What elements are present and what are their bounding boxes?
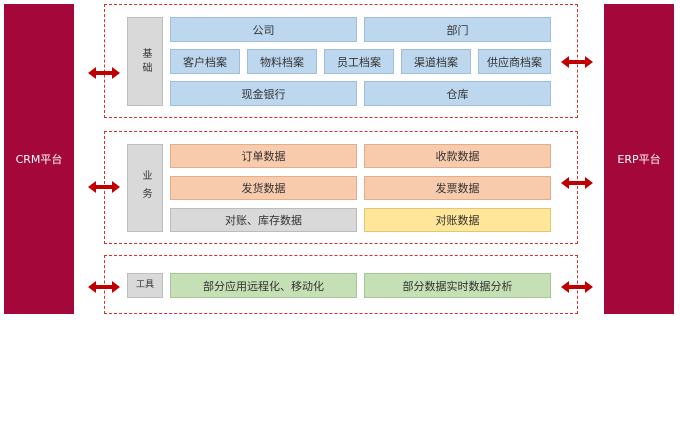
business-cell-invoices-label: 发票数据	[435, 182, 480, 195]
basic-cell-customer: 客户档案	[170, 49, 240, 74]
basic-cell-warehouse-label: 仓库	[446, 87, 469, 101]
business-cell-invoices: 发票数据	[364, 176, 551, 200]
business-cell-reconcile-label: 对账数据	[435, 214, 480, 227]
basic-cell-employee: 员工档案	[324, 49, 394, 74]
crm-basic-double-arrow-icon	[88, 67, 120, 79]
business-cell-shipping-label: 发货数据	[241, 182, 286, 195]
basic-cell-company: 公司	[170, 17, 357, 42]
basic-group: 基础 公司 部门 客户档案 物料档案 员工档案 渠道档案 供应商档案 现金银行 …	[104, 4, 578, 118]
basic-cell-supplier: 供应商档案	[478, 49, 551, 74]
basic-cell-cash-bank: 现金银行	[170, 81, 357, 106]
basic-cell-warehouse: 仓库	[364, 81, 551, 106]
tools-category: 工具	[127, 273, 163, 298]
business-category-label: 业务	[140, 170, 151, 206]
basic-cell-supplier-label: 供应商档案	[487, 55, 542, 69]
business-cell-reconcile-inventory-label: 对账、库存数据	[225, 214, 302, 227]
tools-cell-realtime-analysis-label: 部分数据实时数据分析	[402, 279, 513, 293]
crm-business-double-arrow-icon	[88, 181, 120, 193]
tools-group: 工具 部分应用远程化、移动化 部分数据实时数据分析	[104, 255, 578, 314]
business-cell-receipts-label: 收款数据	[435, 150, 480, 163]
basic-cell-material-label: 物料档案	[260, 55, 304, 69]
crm-tools-double-arrow-icon	[88, 281, 120, 293]
basic-cell-channel: 渠道档案	[401, 49, 471, 74]
erp-tools-double-arrow-icon	[561, 281, 593, 293]
erp-business-double-arrow-icon	[561, 177, 593, 189]
basic-cell-material: 物料档案	[247, 49, 317, 74]
tools-cell-remote-mobile-label: 部分应用远程化、移动化	[203, 279, 324, 293]
basic-cell-customer-label: 客户档案	[183, 55, 227, 69]
erp-platform-label: ERP平台	[617, 153, 661, 166]
business-cell-reconcile-inventory: 对账、库存数据	[170, 208, 357, 232]
basic-category-label: 基础	[140, 47, 151, 76]
basic-cell-department: 部门	[364, 17, 551, 42]
business-cell-reconcile: 对账数据	[364, 208, 551, 232]
business-cell-orders-label: 订单数据	[241, 150, 286, 163]
tools-category-label: 工具	[135, 280, 154, 291]
erp-platform: ERP平台	[604, 4, 674, 314]
tools-cell-realtime-analysis: 部分数据实时数据分析	[364, 273, 551, 298]
business-cell-receipts: 收款数据	[364, 144, 551, 168]
basic-category: 基础	[127, 17, 163, 106]
erp-basic-double-arrow-icon	[561, 56, 593, 68]
tools-cell-remote-mobile: 部分应用远程化、移动化	[170, 273, 357, 298]
basic-cell-employee-label: 员工档案	[337, 55, 381, 69]
crm-platform-label: CRM平台	[15, 153, 63, 166]
basic-cell-channel-label: 渠道档案	[414, 55, 458, 69]
basic-cell-department-label: 部门	[446, 23, 469, 37]
business-cell-shipping: 发货数据	[170, 176, 357, 200]
business-category: 业务	[127, 144, 163, 232]
business-cell-orders: 订单数据	[170, 144, 357, 168]
crm-platform: CRM平台	[4, 4, 74, 314]
basic-cell-cash-bank-label: 现金银行	[241, 87, 286, 101]
basic-cell-company-label: 公司	[252, 23, 275, 37]
business-group: 业务 订单数据 收款数据 发货数据 发票数据 对账、库存数据 对账数据	[104, 131, 578, 244]
